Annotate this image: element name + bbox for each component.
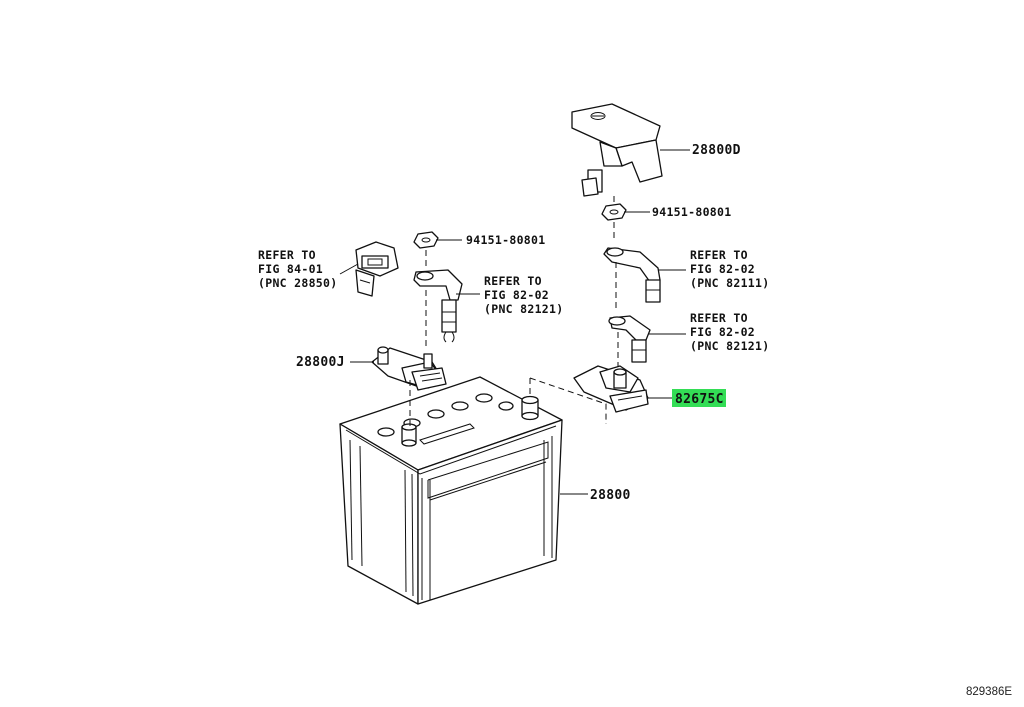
ref-line: (PNC 82121) (484, 302, 563, 316)
negative-post-icon (401, 423, 417, 447)
nut-right-icon[interactable] (601, 203, 627, 221)
ref-line: REFER TO (690, 311, 748, 325)
positive-cable-upper-illustration[interactable] (603, 247, 661, 303)
ref-line: FIG 82-02 (484, 288, 549, 302)
ref-line: (PNC 28850) (258, 276, 337, 290)
callout-cover[interactable]: 28800D (692, 143, 741, 158)
callout-battery[interactable]: 28800 (590, 488, 631, 503)
reference-fig82-right-bottom[interactable]: REFER TO FIG 82-02 (PNC 82121) (690, 311, 769, 353)
callout-nut-left[interactable]: 94151-80801 (466, 233, 545, 247)
battery-sensor-illustration[interactable] (371, 346, 447, 391)
fuse-connector-illustration[interactable] (355, 241, 399, 297)
ref-line: REFER TO (484, 274, 542, 288)
ref-line: (PNC 82111) (690, 276, 769, 290)
ref-line: FIG 84-01 (258, 262, 323, 276)
reference-fig84[interactable]: REFER TO FIG 84-01 (PNC 28850) (258, 248, 337, 290)
ref-line: (PNC 82121) (690, 339, 769, 353)
callout-terminal-clamp[interactable]: 82675C (675, 392, 724, 407)
ref-line: REFER TO (258, 248, 316, 262)
reference-fig82-left[interactable]: REFER TO FIG 82-02 (PNC 82121) (484, 274, 563, 316)
callout-highlight (672, 389, 726, 407)
nut-left-icon[interactable] (413, 231, 439, 249)
battery-illustration[interactable] (339, 376, 563, 605)
terminal-cover-illustration[interactable] (571, 103, 663, 197)
callout-nut-right[interactable]: 94151-80801 (652, 205, 731, 219)
positive-post-icon (521, 395, 539, 421)
callout-sensor[interactable]: 28800J (296, 355, 345, 370)
figure-id: 829386E (966, 686, 1012, 698)
ref-line: FIG 82-02 (690, 325, 755, 339)
reference-fig82-right-top[interactable]: REFER TO FIG 82-02 (PNC 82111) (690, 248, 769, 290)
positive-cable-lower-illustration[interactable] (608, 315, 651, 363)
negative-cable-terminal-illustration[interactable] (413, 269, 463, 343)
ref-line: FIG 82-02 (690, 262, 755, 276)
positive-terminal-clamp-illustration[interactable] (573, 365, 649, 413)
ref-line: REFER TO (690, 248, 748, 262)
